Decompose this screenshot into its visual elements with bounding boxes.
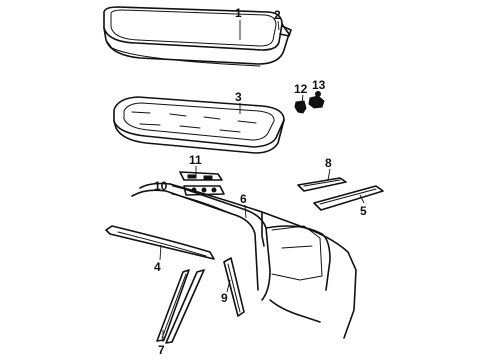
pillar-strip-7	[156, 269, 205, 344]
rail-molding-5	[313, 185, 384, 211]
bracket-10	[183, 185, 225, 196]
callout-3: 3	[235, 90, 242, 104]
side-molding-9	[223, 257, 245, 317]
bracket-11	[179, 171, 223, 181]
callout-10: 10	[154, 179, 168, 193]
callout-11: 11	[189, 153, 202, 167]
callout-6: 6	[240, 192, 247, 206]
windshield-frame	[105, 225, 215, 260]
callout-5: 5	[360, 204, 367, 218]
clip-13	[308, 91, 325, 109]
callout-12: 12	[294, 82, 308, 96]
callout-1: 1	[235, 6, 242, 20]
glass-panel	[103, 6, 290, 67]
callout-9: 9	[221, 291, 228, 305]
clip-12	[294, 100, 307, 114]
callout-7: 7	[158, 343, 165, 357]
callout-8: 8	[325, 156, 332, 170]
callout-4: 4	[154, 260, 161, 274]
weatherstrip-seal	[279, 25, 292, 37]
leader-lines	[159, 20, 365, 342]
roof-body-shell	[131, 182, 357, 339]
callout-2: 2	[274, 8, 281, 22]
callout-13: 13	[312, 78, 326, 92]
rail-molding-8	[297, 177, 347, 192]
frame	[113, 96, 285, 154]
